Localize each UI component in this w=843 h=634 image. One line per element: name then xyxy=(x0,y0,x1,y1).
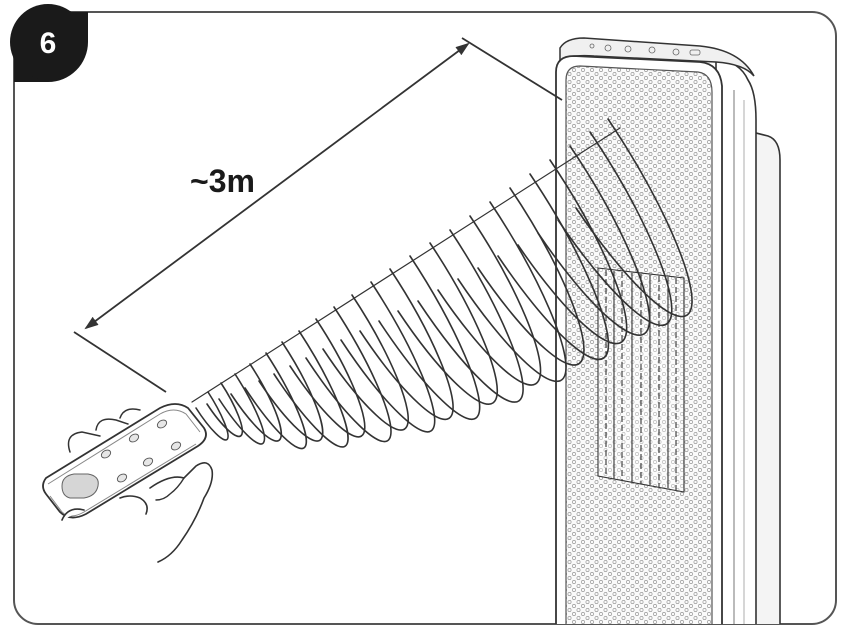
hand xyxy=(61,462,214,563)
heater-top-controls xyxy=(589,43,701,56)
remote-control-icon xyxy=(42,403,214,563)
extension-line-heater xyxy=(461,37,563,101)
distance-dimension xyxy=(73,37,563,393)
infrared-signal-icon xyxy=(191,118,693,450)
step-badge: 6 xyxy=(10,4,88,82)
step-number: 6 xyxy=(40,27,57,60)
distance-arrow xyxy=(84,42,470,330)
remote-display xyxy=(61,473,99,499)
tower-heater-icon xyxy=(555,37,781,624)
heater-grille xyxy=(565,65,713,624)
hand-thumb xyxy=(155,477,185,501)
remote-buttons xyxy=(100,419,182,483)
heating-element xyxy=(597,267,685,493)
extension-line-remote xyxy=(73,331,167,393)
distance-label: ~3m xyxy=(190,163,255,199)
hand-fingers-back xyxy=(67,408,141,453)
signal-axis xyxy=(191,127,621,403)
